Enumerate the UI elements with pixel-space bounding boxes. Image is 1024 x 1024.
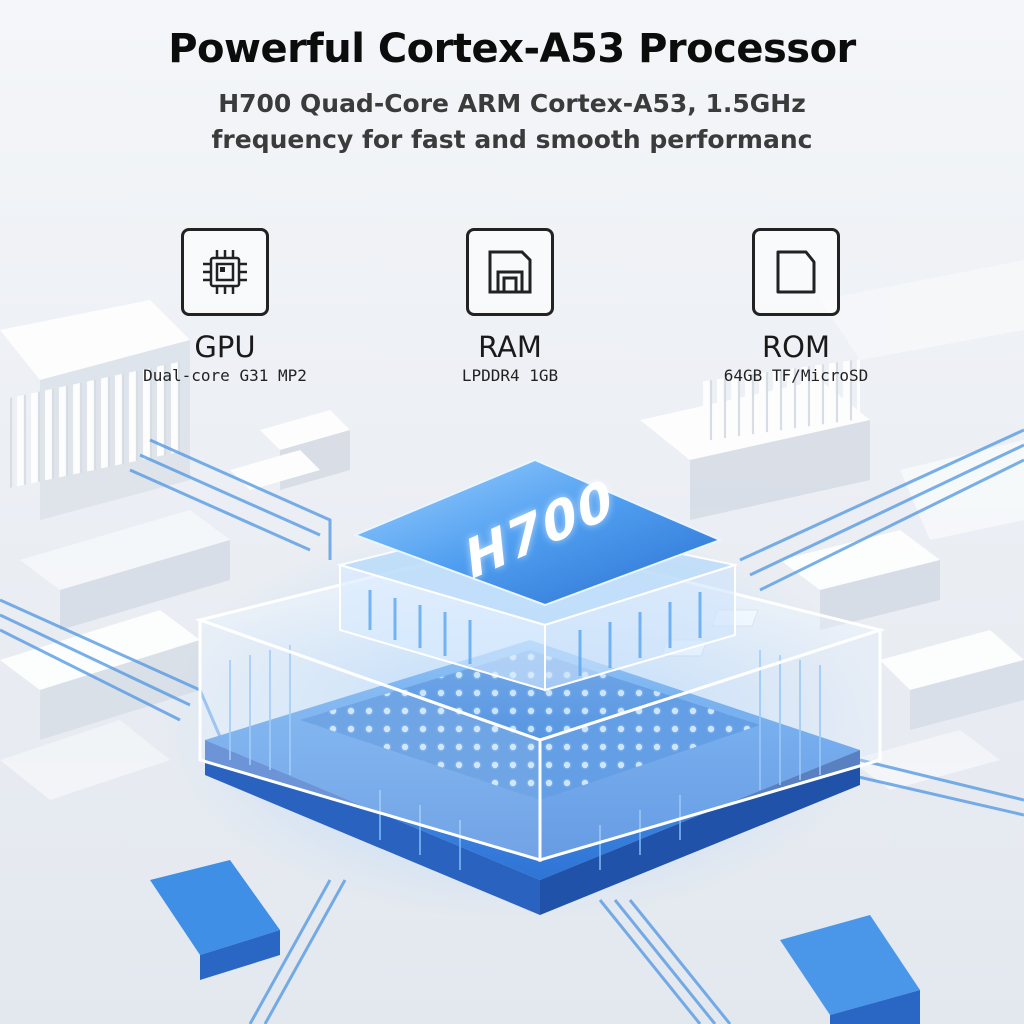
- feature-name: GPU: [194, 330, 256, 364]
- feature-gpu: GPU Dual-core G31 MP2: [95, 228, 355, 386]
- feature-detail: 64GB TF/MicroSD: [723, 366, 869, 385]
- feature-ram: RAM LPDDR4 1GB: [380, 228, 640, 386]
- header: Powerful Cortex-A53 Processor H700 Quad-…: [0, 26, 1024, 158]
- chip-icon: [181, 228, 269, 316]
- feature-detail: LPDDR4 1GB: [461, 366, 559, 385]
- page-title: Powerful Cortex-A53 Processor: [168, 26, 856, 72]
- feature-detail: Dual-core G31 MP2: [143, 366, 307, 385]
- feature-name: ROM: [762, 330, 830, 364]
- sd-card-icon: [752, 228, 840, 316]
- subtitle: H700 Quad-Core ARM Cortex-A53, 1.5GHz fr…: [0, 86, 1024, 158]
- subtitle-line-2: frequency for fast and smooth performanc: [211, 125, 813, 154]
- subtitle-line-1: H700 Quad-Core ARM Cortex-A53, 1.5GHz: [218, 89, 806, 118]
- memory-icon: [466, 228, 554, 316]
- feature-rom: ROM 64GB TF/MicroSD: [666, 228, 926, 386]
- feature-list: GPU Dual-core G31 MP2 RAM LPDDR4 1GB ROM…: [0, 228, 1024, 408]
- feature-name: RAM: [478, 330, 542, 364]
